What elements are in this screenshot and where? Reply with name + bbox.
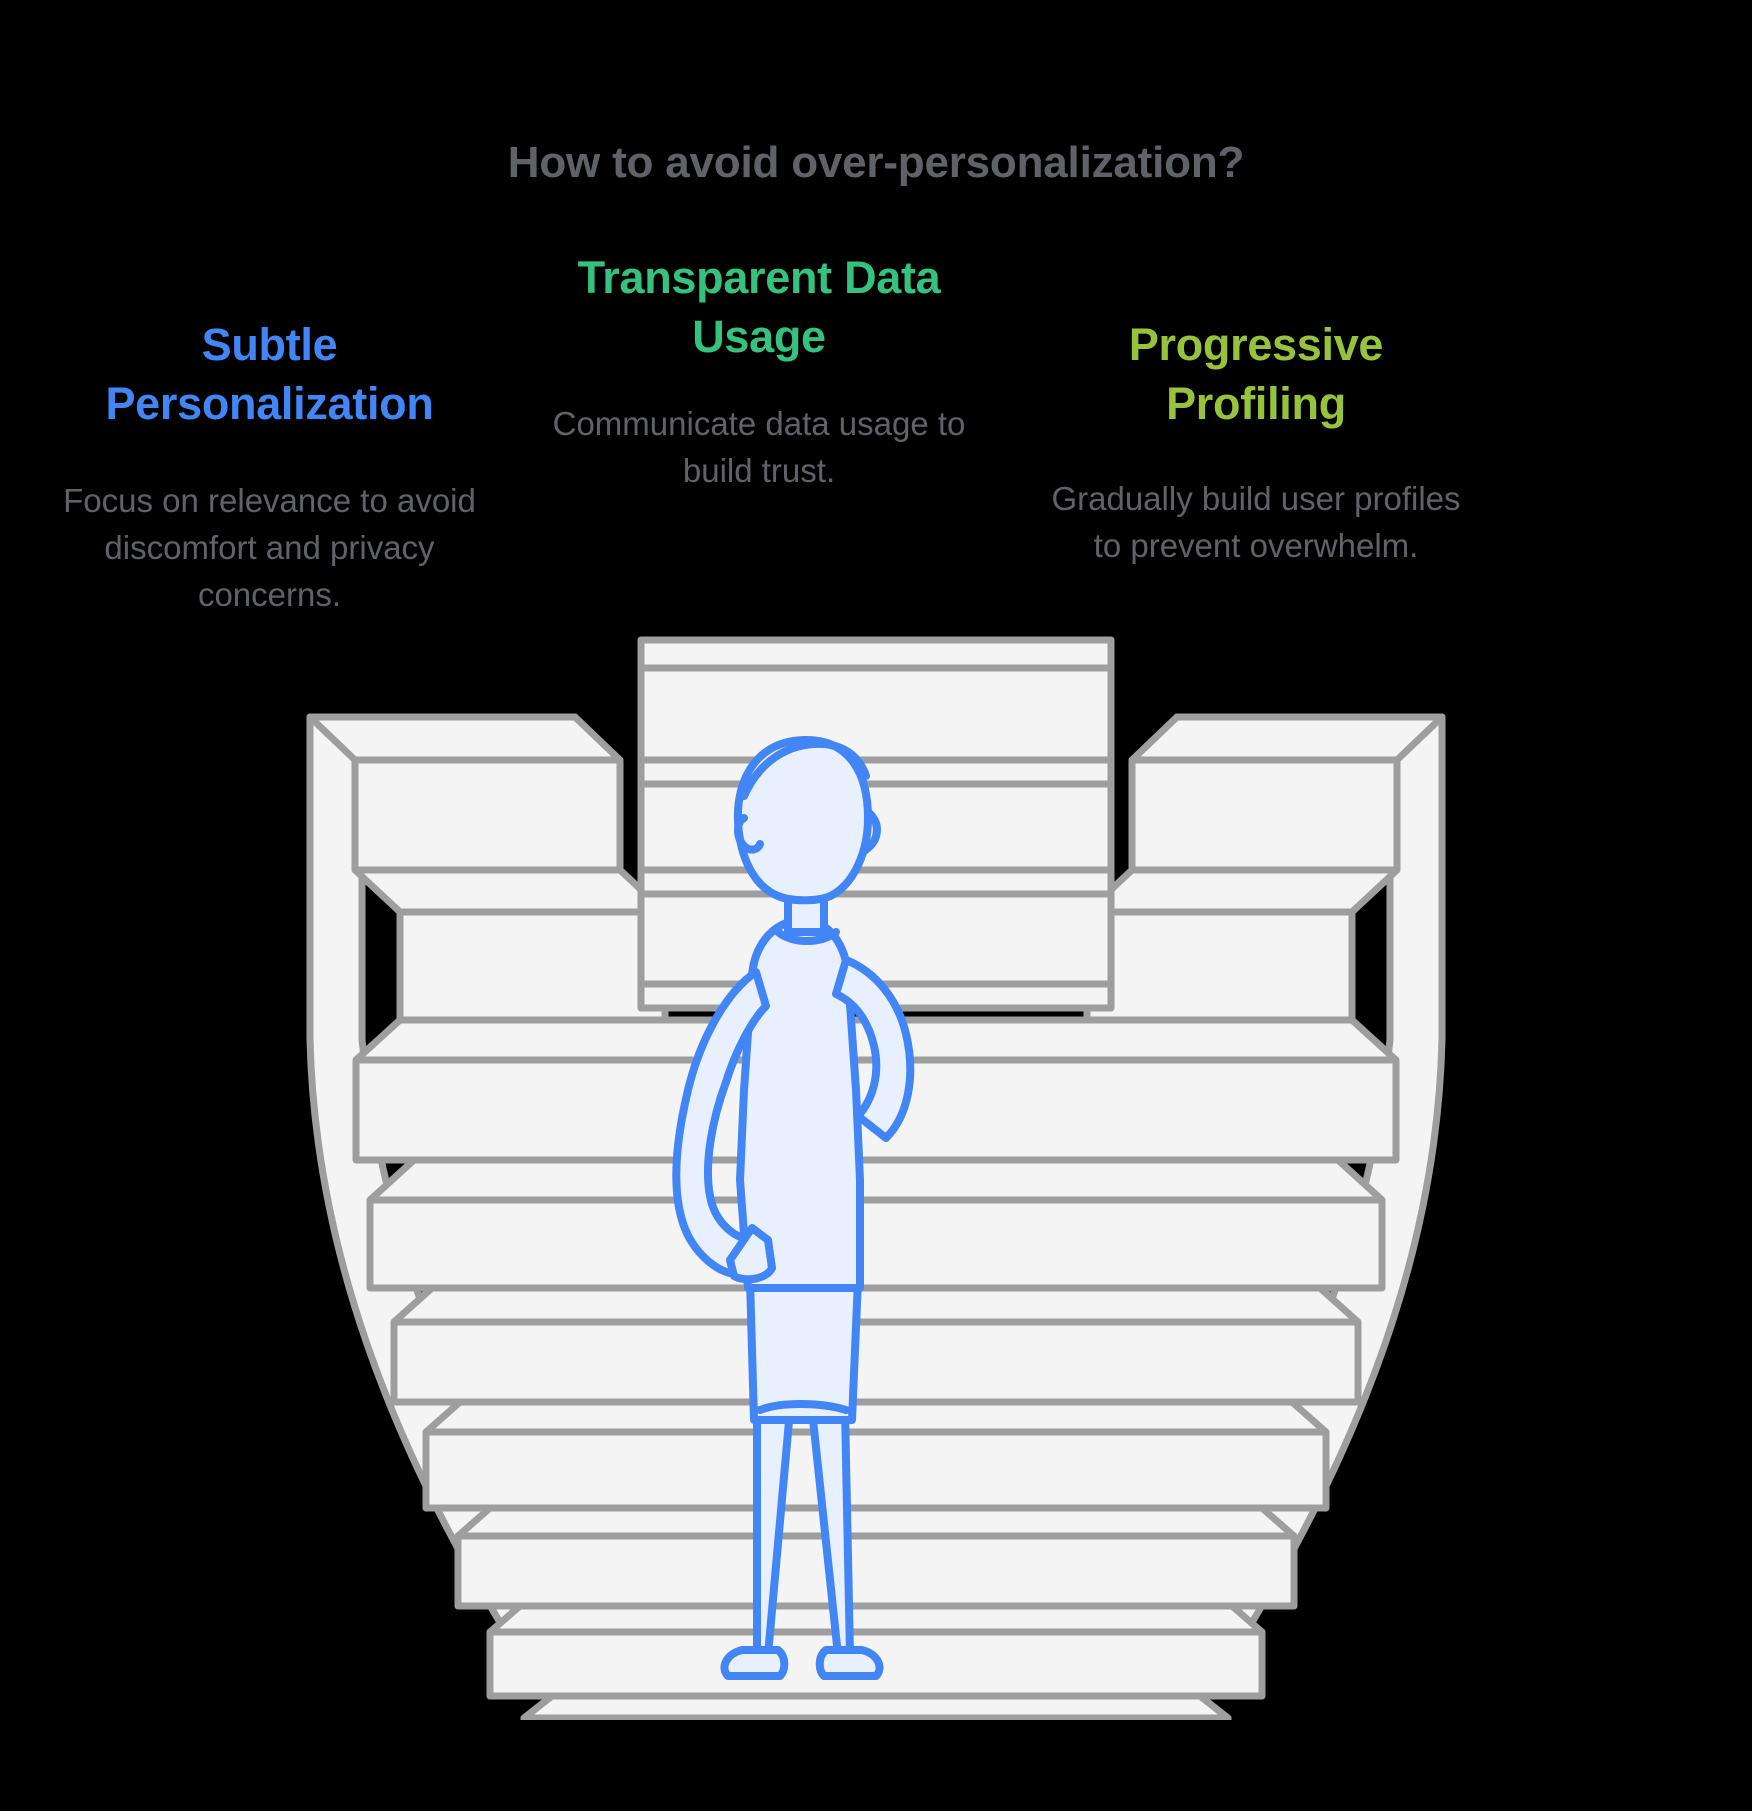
column-3-heading: Progressive Profiling: [1128, 319, 1384, 430]
person-left-shoe: [720, 1646, 789, 1680]
column-2-heading: Transparent Data Usage: [577, 252, 941, 363]
person-pelvis: [746, 1276, 862, 1424]
platform-left: [306, 713, 669, 1040]
person-left-hand: [726, 1224, 776, 1284]
platform-right: [1083, 713, 1446, 1040]
tier-5: [454, 1504, 1298, 1610]
platform-center: [637, 636, 1115, 1012]
person-collar: [774, 928, 840, 945]
tier-4: [422, 1398, 1330, 1512]
tier-8: [520, 1714, 1232, 1720]
page-title: How to avoid over-personalization?: [507, 138, 1245, 187]
column-3-body: Gradually build user profiles to prevent…: [1051, 479, 1461, 564]
person-trouser-seam: [756, 1400, 850, 1414]
person-hair: [740, 739, 870, 800]
tier-3: [390, 1284, 1362, 1406]
tier-2: [366, 1156, 1386, 1292]
column-2-body: Communicate data usage to build trust.: [552, 404, 966, 489]
column-subtle-personalization: Subtle Personalization Focus on relevanc…: [62, 315, 477, 618]
column-transparent-data-usage: Transparent Data Usage Communicate data …: [545, 248, 973, 495]
column-1-heading: Subtle Personalization: [105, 319, 434, 430]
person-ear: [734, 814, 764, 854]
column-progressive-profiling: Progressive Profiling Gradually build us…: [1050, 315, 1462, 570]
person-right-shoe: [815, 1646, 884, 1680]
staircase-illustration: .stp { fill:#f4f4f4; stroke:#9e9e9e; str…: [0, 620, 1752, 1720]
person-head: [733, 736, 872, 905]
column-1-body: Focus on relevance to avoid discomfort a…: [63, 481, 476, 613]
person-right-arm: [832, 956, 915, 1142]
person-figure: [672, 736, 915, 1680]
tier-6: [486, 1602, 1266, 1700]
